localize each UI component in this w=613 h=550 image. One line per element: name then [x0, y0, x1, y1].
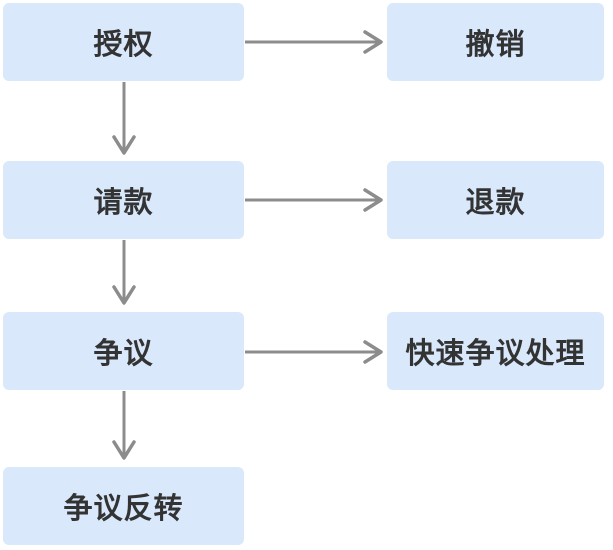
node-dispute-reversal: 争议反转 [3, 467, 244, 545]
node-authorization: 授权 [3, 3, 244, 81]
node-void: 撤销 [387, 3, 604, 81]
node-dispute: 争议 [3, 312, 244, 390]
node-rapid-dispute-resolution: 快速争议处理 [387, 312, 604, 390]
node-refund: 退款 [387, 161, 604, 239]
node-capture: 请款 [3, 161, 244, 239]
